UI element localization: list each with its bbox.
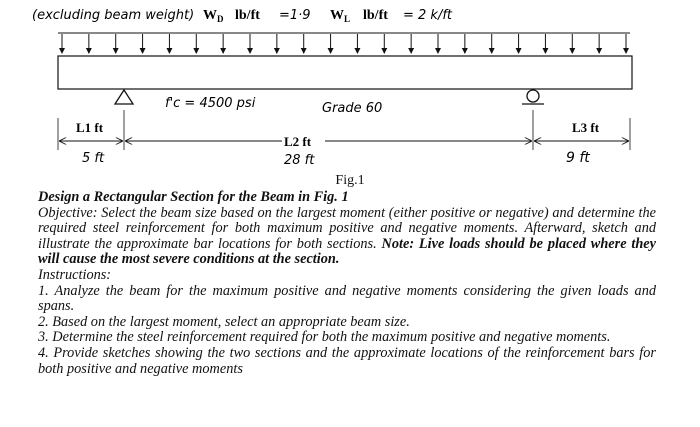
- instruction-item: 4. Provide sketches showing the two sect…: [38, 344, 656, 377]
- instructions-heading: Instructions:: [38, 266, 112, 283]
- instruction-item: 2. Based on the largest moment, select a…: [38, 313, 410, 330]
- span3-value: 9 ft: [566, 150, 590, 166]
- figure-caption: Fig.1: [335, 173, 365, 188]
- objective-paragraph: Objective: Select the beam size based on…: [38, 204, 656, 268]
- span1-label: L1 ft: [76, 120, 104, 135]
- span2-label: L2 ft: [284, 134, 312, 149]
- pin-support: [113, 88, 135, 105]
- load-note: (excluding beam weight): [32, 8, 194, 23]
- beam: [57, 55, 633, 90]
- problem-text: Design a Rectangular Section for the Bea…: [38, 189, 656, 377]
- problem-title: Design a Rectangular Section for the Bea…: [38, 189, 349, 205]
- span3-label: L3 ft: [572, 120, 600, 135]
- concrete-strength-label: f'c = 4500 psi: [165, 96, 256, 111]
- live-load-note: Note: Live loads should be placed where …: [38, 235, 656, 268]
- span1-value: 5 ft: [82, 151, 105, 166]
- live-load-value: = 2 k/ft: [403, 8, 453, 23]
- instruction-item: 1. Analyze the beam for the maximum posi…: [38, 282, 656, 315]
- objective-text: Objective: Select the beam size based on…: [38, 204, 656, 252]
- roller-support: [526, 89, 540, 103]
- dead-load-label: WD: [203, 8, 224, 24]
- span2-value: 28 ft: [284, 153, 315, 168]
- live-load-label: WL: [330, 8, 350, 24]
- live-load-unit: lb/ft: [363, 8, 388, 23]
- steel-grade-label: Grade 60: [322, 101, 382, 116]
- dead-load-unit: lb/ft: [235, 8, 260, 23]
- instruction-item: 3. Determine the steel reinforcement req…: [38, 329, 611, 346]
- beam-figure: (excluding beam weight) WD lb/ft =1·9 WL…: [32, 8, 633, 168]
- dead-load-value: =1·9: [279, 8, 311, 23]
- load-arrows: [59, 34, 629, 54]
